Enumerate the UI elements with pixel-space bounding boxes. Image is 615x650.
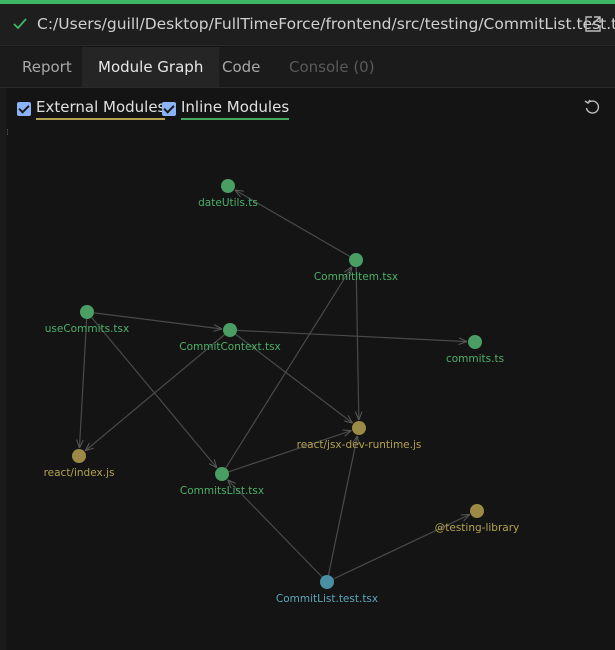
graph-node-testingLib[interactable]: @testing-library [435,504,519,534]
tab-code[interactable]: Code [222,58,261,76]
graph-node-circle[interactable] [215,467,229,481]
graph-node-label: useCommits.tsx [45,323,129,335]
graph-edge-commitListTest-testingLib [333,514,469,580]
graph-edge-commitsList-jsxRuntime [228,431,352,473]
graph-edge-commitContext-jsxRuntime [235,333,353,423]
graph-edge-commitsList-commitItem [225,267,352,469]
graph-node-circle[interactable] [352,421,366,435]
graph-edge-commitItem-dateUtils [235,190,351,258]
graph-edge-commitListTest-commitsList [228,480,323,578]
graph-edge-useCommits-commitContext [93,312,222,329]
graph-node-circle[interactable] [468,335,482,349]
file-path: C:/Users/guill/Desktop/FullTimeForce/fro… [37,15,615,33]
file-path-bar: C:/Users/guill/Desktop/FullTimeForce/fro… [0,4,615,46]
graph-node-commitListTest[interactable]: CommitList.test.tsx [276,575,378,605]
graph-node-commitsTs[interactable]: commits.ts [446,335,504,365]
graph-node-label: CommitsList.tsx [180,485,264,497]
graph-node-reactIndex[interactable]: react/index.js [44,449,115,479]
inline-modules-checkbox[interactable] [162,102,176,116]
inline-modules-label: Inline Modules [181,98,290,120]
graph-node-circle[interactable] [320,575,334,589]
graph-node-circle[interactable] [221,179,235,193]
graph-node-label: react/jsx-dev-runtime.js [297,439,422,451]
tab-module-graph[interactable]: Module Graph [82,47,220,87]
module-graph-panel: ⁞ External Modules Inline Modules dateUt… [0,88,615,650]
tab-report[interactable]: Report [22,58,72,76]
inline-modules-filter[interactable]: Inline Modules [162,98,290,120]
graph-node-jsxRuntime[interactable]: react/jsx-dev-runtime.js [297,421,422,451]
external-modules-label: External Modules [36,98,166,120]
graph-node-circle[interactable] [80,305,94,319]
external-modules-checkbox[interactable] [17,102,31,116]
graph-edge-commitItem-jsxRuntime [356,266,359,420]
graph-node-commitItem[interactable]: CommitItem.tsx [314,253,398,283]
top-accent-bar [0,0,615,4]
graph-edge-useCommits-reactIndex [79,318,88,448]
graph-node-commitContext[interactable]: CommitContext.tsx [179,323,281,353]
reset-icon[interactable] [583,98,601,116]
graph-node-circle[interactable] [470,504,484,518]
graph-edge-commitListTest-jsxRuntime [327,436,357,576]
graph-node-label: commits.ts [446,353,504,365]
tab-bar: Report Module Graph Code Console (0) [0,47,615,88]
graph-node-label: dateUtils.ts [198,197,258,209]
graph-node-label: @testing-library [435,522,519,534]
tab-console: Console (0) [289,58,375,76]
graph-node-useCommits[interactable]: useCommits.tsx [45,305,129,335]
external-link-icon[interactable] [584,15,602,33]
graph-node-label: CommitList.test.tsx [276,593,378,605]
graph-node-label: CommitItem.tsx [314,271,398,283]
graph-node-circle[interactable] [72,449,86,463]
check-icon [13,18,27,30]
graph-node-commitsList[interactable]: CommitsList.tsx [180,467,264,497]
graph-node-label: react/index.js [44,467,115,479]
resize-handle[interactable]: ⁞ [6,128,9,138]
graph-edge-commitContext-commitsTs [236,329,467,341]
graph-node-circle[interactable] [349,253,363,267]
graph-node-circle[interactable] [223,323,237,337]
external-modules-filter[interactable]: External Modules [17,98,166,120]
graph-node-dateUtils[interactable]: dateUtils.ts [198,179,258,209]
graph-node-label: CommitContext.tsx [179,341,281,353]
graph-edge-commitContext-reactIndex [85,334,226,450]
